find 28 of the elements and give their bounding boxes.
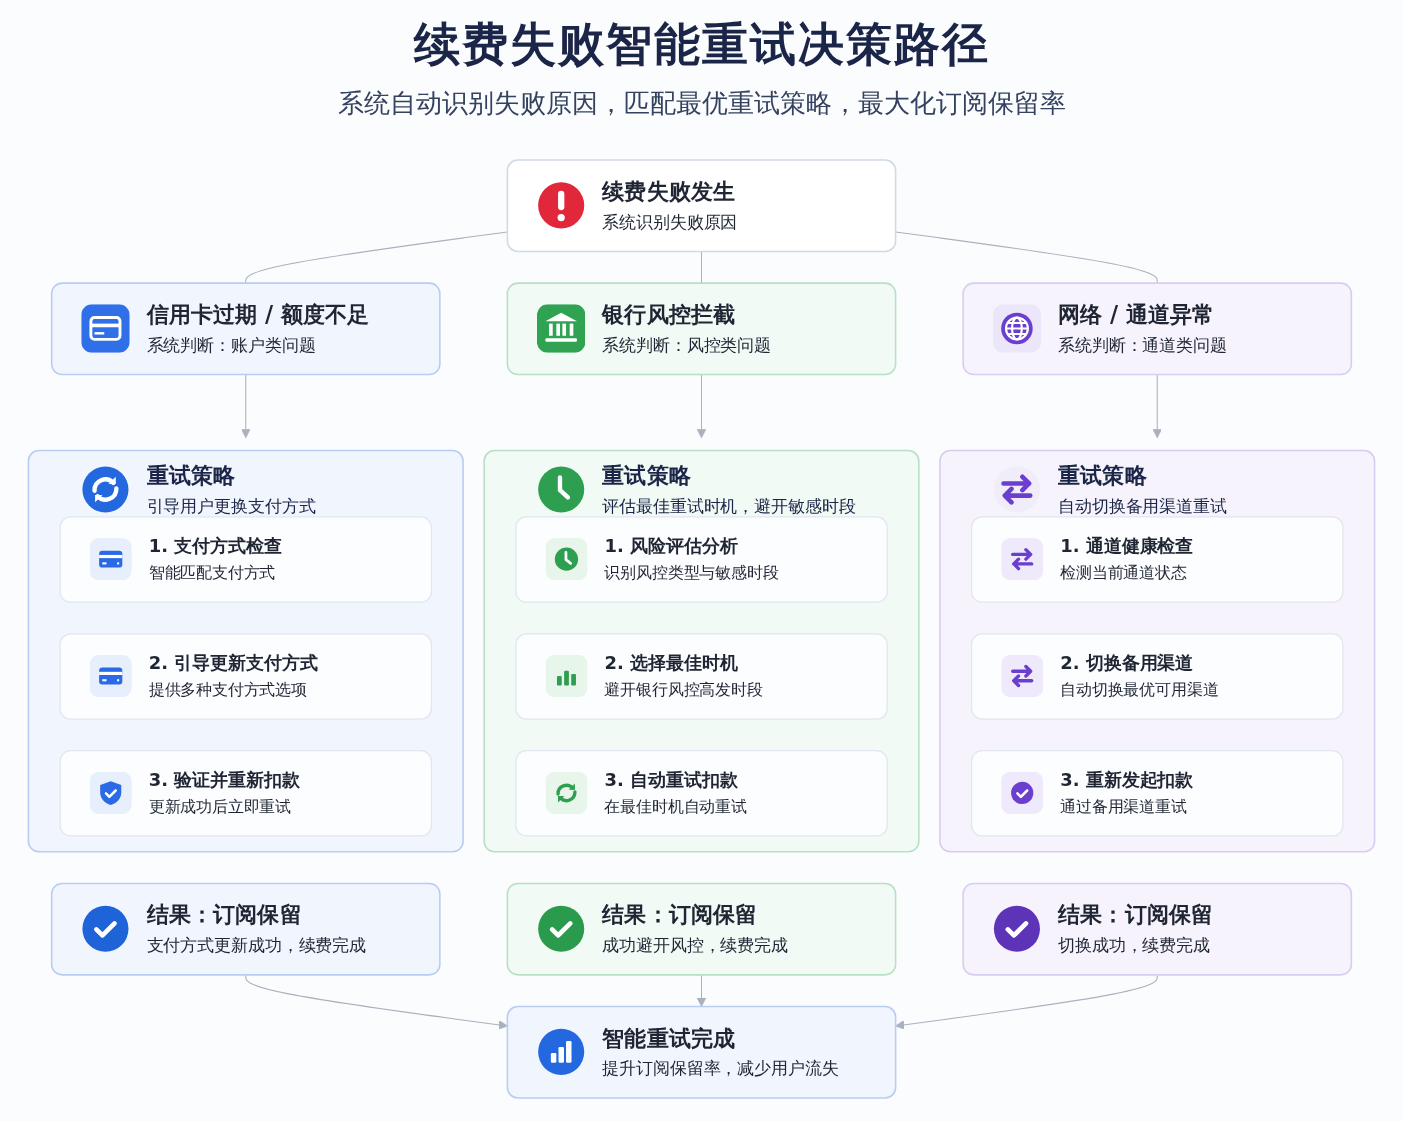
node-box: 3. 重新发起扣款 通过备用渠道重试 <box>970 750 1344 837</box>
node-box: 2. 切换备用渠道 自动切换最优可用渠道 <box>970 633 1344 720</box>
node-box: 网络 / 通道异常 系统判断：通道类问题 <box>962 282 1353 376</box>
connector <box>895 231 1158 284</box>
connector <box>700 250 703 284</box>
subtitle: 系统自动识别失败原因，匹配最优重试策略，最大化订阅保留率 <box>337 87 1066 120</box>
node-box: 信用卡过期 / 额度不足 系统判断：账户类问题 <box>50 282 441 376</box>
node-box: 3. 自动重试扣款 在最佳时机自动重试 <box>515 750 888 837</box>
title: 续费失败智能重试决策路径 <box>413 16 990 73</box>
node-box: 1. 风险评估分析 识别风控类型与敏感时段 <box>515 516 888 603</box>
node-box: 结果：订阅保留 成功避开风控，续费完成 <box>506 882 897 976</box>
node-box: 银行风控拦截 系统判断：风控类问题 <box>506 282 897 376</box>
arrow <box>241 374 251 439</box>
arrow <box>245 974 508 1030</box>
arrow <box>895 974 1158 1030</box>
arrow <box>696 974 707 1007</box>
arrow <box>696 374 707 439</box>
node-box: 结果：订阅保留 支付方式更新成功，续费完成 <box>50 882 441 976</box>
node-box: 1. 支付方式检查 智能匹配支付方式 <box>59 516 433 603</box>
node-box: 智能重试完成 提升订阅保留率，减少用户流失 <box>506 1005 897 1099</box>
node-box: 续费失败发生 系统识别失败原因 <box>506 159 897 253</box>
node-box: 1. 通道健康检查 检测当前通道状态 <box>970 516 1344 603</box>
node-box: 结果：订阅保留 切换成功，续费完成 <box>962 882 1353 976</box>
arrow <box>1152 374 1162 439</box>
node-box: 2. 选择最佳时机 避开银行风控高发时段 <box>515 633 888 720</box>
connector <box>245 231 508 284</box>
node-box: 2. 引导更新支付方式 提供多种支付方式选项 <box>59 633 433 720</box>
node-box: 3. 验证并重新扣款 更新成功后立即重试 <box>59 750 433 837</box>
